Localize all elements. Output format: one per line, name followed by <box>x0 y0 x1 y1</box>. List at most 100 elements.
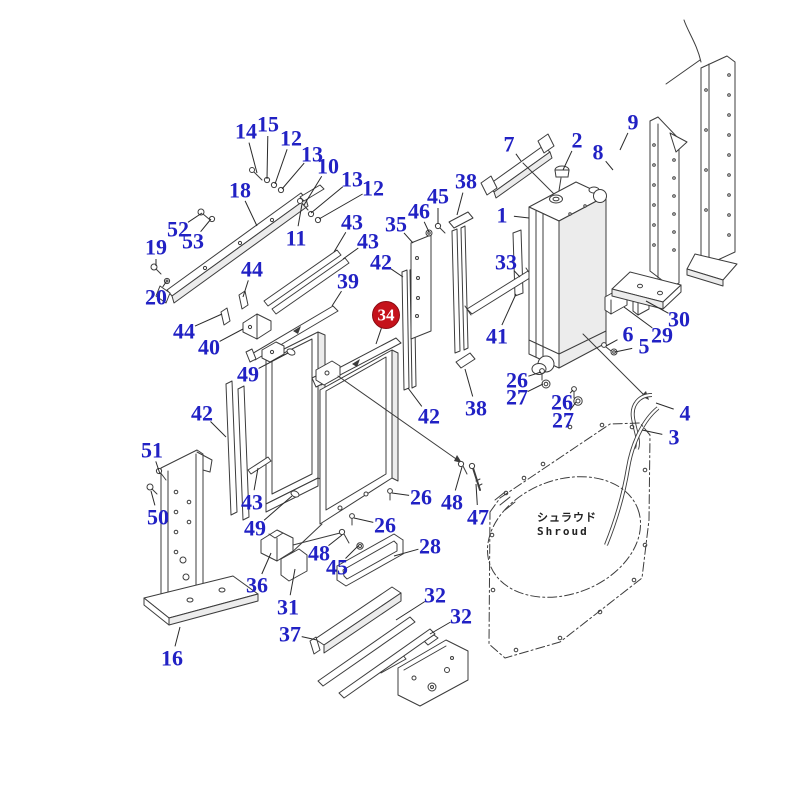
part-number-31: 31 <box>277 595 299 620</box>
part-callout-42: 42 <box>370 250 404 278</box>
part-number-27: 27 <box>506 385 528 410</box>
seal-strips-32 <box>317 616 436 699</box>
leader-line-43 <box>253 467 259 491</box>
leader-line-26 <box>391 492 410 496</box>
part-number-28: 28 <box>419 534 441 559</box>
part-callout-34: 34 <box>372 301 400 345</box>
seal-strips-44 <box>220 290 249 326</box>
part-number-49: 49 <box>237 362 259 387</box>
part-callout-47: 47 <box>467 483 489 530</box>
part-callout-33: 33 <box>495 250 521 278</box>
leader-line-27 <box>569 401 577 411</box>
part-number-42: 42 <box>418 404 440 429</box>
part-callout-4: 4 <box>655 401 691 426</box>
mount-block-36 <box>260 529 341 562</box>
leader-line-29 <box>623 306 653 329</box>
leader-line-46 <box>423 221 430 233</box>
part-callout-12: 12 <box>274 126 302 185</box>
part-callout-35: 35 <box>385 212 414 244</box>
leader-line-42 <box>390 268 404 278</box>
part-number-39: 39 <box>337 269 359 294</box>
leader-line-35 <box>403 232 414 244</box>
leader-line-37 <box>301 636 318 641</box>
part-callout-16: 16 <box>161 626 183 671</box>
leader-line-43 <box>342 247 359 260</box>
part-callout-32: 32 <box>395 583 446 621</box>
part-callout-52: 52 <box>167 212 203 242</box>
part-callout-44: 44 <box>241 257 263 298</box>
part-number-45: 45 <box>326 555 348 580</box>
leader-line-13 <box>281 162 305 190</box>
leader-line-32 <box>395 601 426 621</box>
part-number-44: 44 <box>173 319 195 344</box>
part-callout-13: 13 <box>281 142 323 190</box>
part-number-42: 42 <box>370 250 392 275</box>
part-callout-26: 26 <box>353 513 396 538</box>
part-callout-43: 43 <box>333 210 363 253</box>
shroud-label-en: Shroud <box>537 525 589 538</box>
leader-line-10 <box>303 175 323 206</box>
part-callout-28: 28 <box>393 534 441 559</box>
leader-line-43 <box>333 232 347 253</box>
shroud-label-jp: シュラウド <box>537 511 597 524</box>
part-number-19: 19 <box>145 235 167 260</box>
leader-line-16 <box>174 626 181 647</box>
leader-line-44 <box>242 280 249 298</box>
leader-line-38 <box>456 192 464 216</box>
hardware-bolt-51-bolt-50 <box>146 467 167 495</box>
part-number-38: 38 <box>465 396 487 421</box>
part-callout-50: 50 <box>147 490 169 530</box>
part-number-44: 44 <box>241 257 263 282</box>
part-callout-11: 11 <box>286 203 306 251</box>
leader-line-41 <box>501 293 517 326</box>
part-callout-26: 26 <box>551 390 574 415</box>
part-number-43: 43 <box>357 229 379 254</box>
part-callout-42: 42 <box>191 401 227 438</box>
part-number-2: 2 <box>572 128 583 153</box>
part-number-41: 41 <box>486 324 508 349</box>
part-number-46: 46 <box>408 199 430 224</box>
left-side-panel-16 <box>143 449 259 626</box>
part-callout-3: 3 <box>641 425 680 450</box>
part-number-42: 42 <box>191 401 213 426</box>
part-callout-39: 39 <box>331 269 359 307</box>
radiator-assembly-1 <box>528 181 649 406</box>
part-callout-51: 51 <box>141 438 163 475</box>
part-number-49: 49 <box>244 516 266 541</box>
leader-line-18 <box>244 200 258 227</box>
seal-strips-42-left <box>225 380 250 521</box>
part-callout-49: 49 <box>237 352 289 387</box>
part-number-52: 52 <box>167 217 189 242</box>
part-number-38: 38 <box>455 169 477 194</box>
part-callout-18: 18 <box>229 178 258 227</box>
leader-line-49 <box>263 495 293 521</box>
leader-line-50 <box>150 490 156 506</box>
rear-core-assembly <box>261 331 326 513</box>
part-number-26: 26 <box>410 485 432 510</box>
part-callout-13: 13 <box>310 167 363 214</box>
small-rail-43-bottom <box>247 456 272 475</box>
part-number-10: 10 <box>317 154 339 179</box>
leader-line-27 <box>527 383 544 393</box>
part-callout-19: 19 <box>145 235 167 266</box>
leader-line-26 <box>528 371 542 377</box>
leader-line-47 <box>475 483 478 506</box>
part-number-40: 40 <box>198 335 220 360</box>
part-number-13: 13 <box>301 142 323 167</box>
part-callout-41: 41 <box>486 293 517 349</box>
seal-strip-38 <box>448 211 476 369</box>
leader-line-40 <box>219 328 244 342</box>
part-number-3: 3 <box>669 425 680 450</box>
part-callout-8: 8 <box>593 140 614 171</box>
leader-line-6 <box>605 339 618 347</box>
part-callout-26: 26 <box>506 368 542 393</box>
part-number-26: 26 <box>551 390 573 415</box>
part-number-33: 33 <box>495 250 517 275</box>
part-number-14: 14 <box>235 119 257 144</box>
part-callout-49: 49 <box>244 495 293 541</box>
front-core-assembly-34 <box>287 337 462 557</box>
part-callout-45: 45 <box>326 545 359 580</box>
part-number-48: 48 <box>441 490 463 515</box>
part-callout-40: 40 <box>198 328 244 360</box>
